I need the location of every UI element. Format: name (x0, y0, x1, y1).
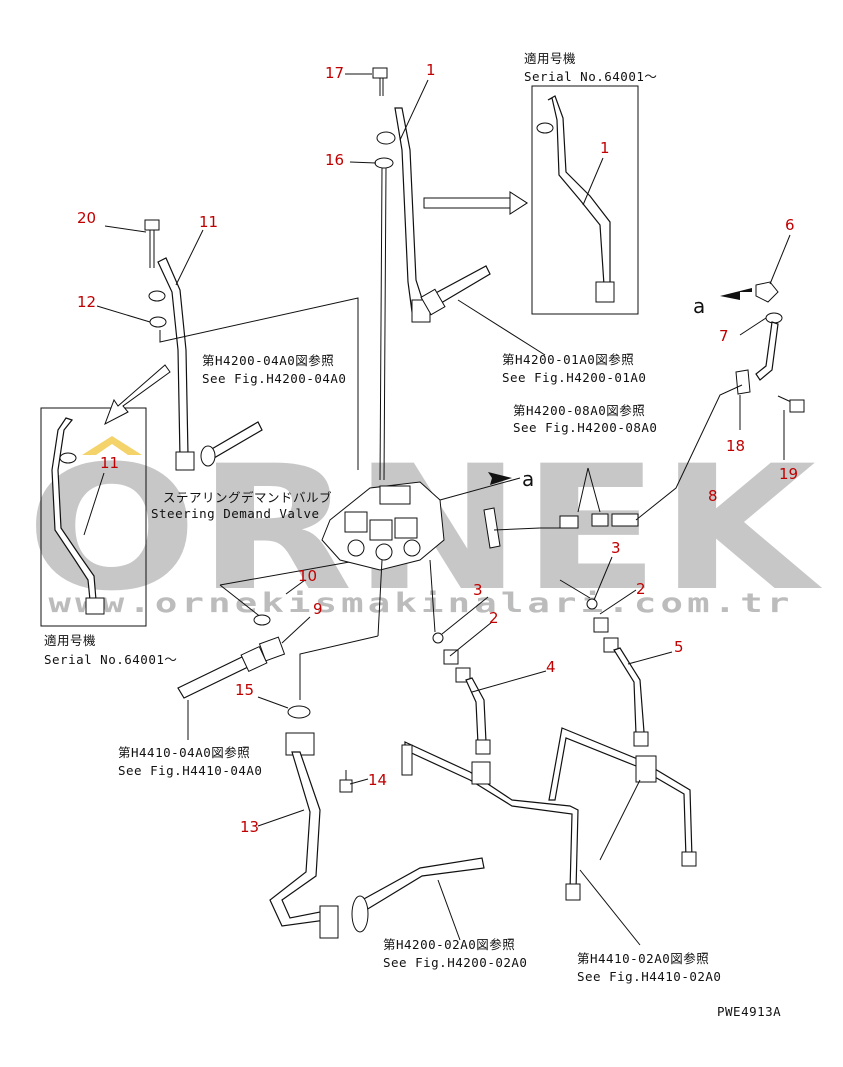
serial-box-1-jp: 適用号機 (524, 51, 576, 66)
tube-assembly-h4410-02a0 (401, 727, 697, 901)
watermark-site: www.ornekismakinalari.com.tr (49, 588, 794, 619)
part-number-1b: 1 (600, 139, 610, 157)
part-number-18: 18 (726, 437, 745, 455)
part-number-11b: 11 (100, 454, 119, 472)
part-number-19: 19 (779, 465, 798, 483)
ref-h4410-02a0-jp: 第H4410-02A0図参照 (577, 951, 709, 966)
pipe-1-variant-flange (595, 281, 615, 303)
valve-label-jp: ステアリングデマンドバルブ (163, 490, 332, 505)
part-number-2a: 2 (489, 609, 499, 627)
part-numbers: 17 1 16 20 11 12 6 7 18 19 8 3 10 3 2 9 … (77, 61, 798, 836)
arrowhead-1 (509, 191, 528, 215)
serial-box-2-jp: 適用号機 (44, 633, 96, 648)
serial-box-2-frame (40, 407, 147, 627)
bracket-assembly (483, 507, 639, 549)
part-number-7: 7 (719, 327, 729, 345)
ref-h4200-01a0-en: See Fig.H4200-01A0 (502, 370, 646, 385)
serial-box-part-1: 適用号機 Serial No.64001～ 1 (524, 51, 657, 315)
part-number-11: 11 (199, 213, 218, 231)
part-number-8: 8 (708, 487, 718, 505)
part-number-9: 9 (313, 600, 323, 618)
part-number-14: 14 (368, 771, 387, 789)
part-number-20: 20 (77, 209, 96, 227)
hollow-arrow-down-left (104, 364, 171, 426)
part-number-6: 6 (785, 216, 795, 234)
pipe-7 (755, 321, 779, 381)
part-number-3b: 3 (611, 539, 621, 557)
arrow-a-left (720, 288, 752, 300)
ref-h4200-04a0-jp: 第H4200-04A0図参照 (202, 353, 334, 368)
serial-box-1-frame (531, 85, 639, 315)
pipe-11-variant-flange (85, 597, 105, 615)
drawing-code: PWE4913A (717, 1004, 781, 1019)
reference-labels: 第H4200-04A0図参照 See Fig.H4200-04A0 第H4200… (118, 352, 721, 984)
part-number-10: 10 (298, 567, 317, 585)
pipe-11-variant-eye (59, 452, 77, 464)
part-number-1: 1 (426, 61, 436, 79)
pipe-4 (465, 677, 487, 745)
pipe-5-assembly (559, 579, 649, 747)
hose-h4200-02a0 (361, 857, 485, 911)
ref-h4200-02a0-jp: 第H4200-02A0図参照 (383, 937, 515, 952)
pipe-11-assembly (144, 219, 195, 471)
ref-h4200-04a0-en: See Fig.H4200-04A0 (202, 371, 346, 386)
pipe-13 (269, 751, 331, 927)
serial-box-part-11: 11 適用号機 Serial No.64001～ (40, 407, 177, 667)
ref-h4410-02a0-en: See Fig.H4410-02A0 (577, 969, 721, 984)
pipe-4-assembly (429, 559, 491, 755)
pipe-1 (394, 107, 425, 313)
pipe-1-variant (547, 95, 611, 286)
ref-h4410-04a0-jp: 第H4410-04A0図参照 (118, 745, 250, 760)
pipe-1-variant-eye (536, 122, 554, 134)
part-number-13: 13 (240, 818, 259, 836)
ref-h4410-04a0-en: See Fig.H4410-04A0 (118, 763, 262, 778)
part-number-16: 16 (325, 151, 344, 169)
part-number-12: 12 (77, 293, 96, 311)
pipe-1-assembly (372, 67, 431, 481)
ref-h4200-02a0-en: See Fig.H4200-02A0 (383, 955, 527, 970)
arrow-label-a-valve: a (522, 467, 534, 491)
part-number-4: 4 (546, 658, 556, 676)
leader-lines (96, 73, 791, 946)
steering-demand-valve (321, 477, 521, 571)
part-number-2b: 2 (636, 580, 646, 598)
part-number-5: 5 (674, 638, 684, 656)
watermark: ORNEK www.ornekismakinalari.com.tr (26, 428, 823, 629)
valve-label-en: Steering Demand Valve (151, 506, 320, 521)
ref-h4200-08a0-en: See Fig.H4200-08A0 (513, 420, 657, 435)
ref-h4200-08a0-jp: 第H4200-08A0図参照 (513, 403, 645, 418)
ref-h4200-01a0-jp: 第H4200-01A0図参照 (502, 352, 634, 367)
serial-box-1-en: Serial No.64001～ (524, 69, 657, 84)
part-number-17: 17 (325, 64, 344, 82)
pipe-13-assembly (177, 559, 383, 939)
arrow-a-valve (488, 472, 512, 485)
part-number-15: 15 (235, 681, 254, 699)
arrow-label-a-left: a (693, 294, 705, 318)
serial-box-2-en: Serial No.64001～ (44, 652, 177, 667)
part-number-3a: 3 (473, 581, 483, 599)
watermark-accent (82, 436, 142, 455)
